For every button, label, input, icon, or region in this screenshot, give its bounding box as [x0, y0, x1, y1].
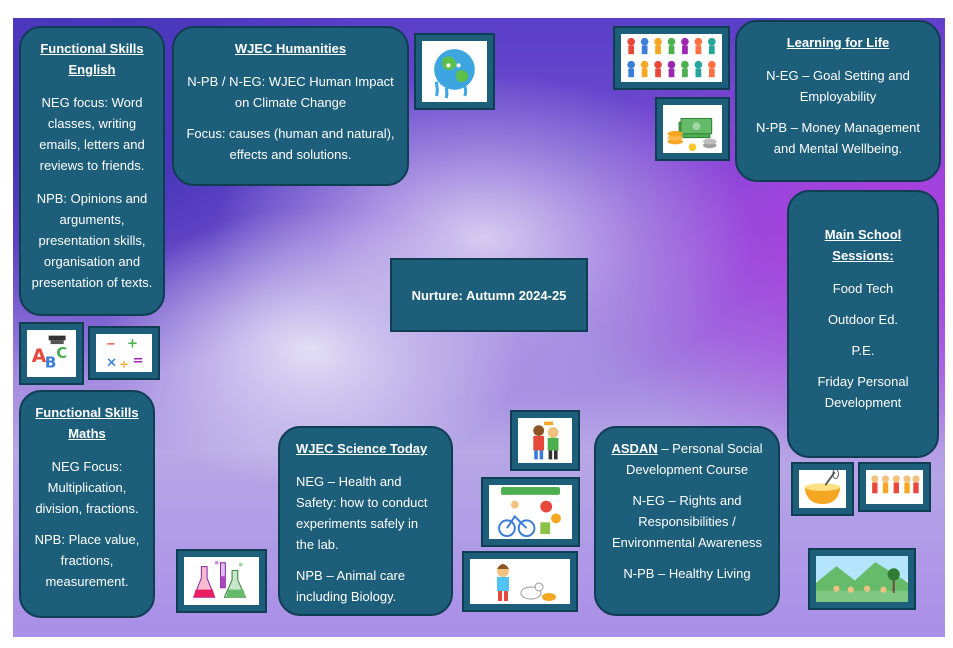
earth-image — [414, 33, 495, 110]
abc-icon: A B C — [32, 335, 67, 372]
money-image — [655, 97, 730, 161]
healthy-lifestyle-image — [481, 477, 580, 547]
science-line2: NPB – Animal care including Biology. — [296, 568, 406, 604]
maths-panel: Functional Skills Maths NEG Focus: Multi… — [19, 390, 155, 618]
asdan-heading-line: ASDAN – Personal Social Development Cour… — [608, 438, 766, 480]
kids-line-image — [858, 462, 931, 512]
main-school-item-outdoor: Outdoor Ed. — [827, 312, 899, 327]
maths-npb-text: NPB: Place value, fractions, measurement… — [34, 532, 140, 589]
english-npb-text: NPB: Opinions and arguments, presentatio… — [31, 191, 153, 290]
english-neg-text: NEG focus: Word classes, writing emails,… — [39, 95, 145, 173]
child-pets-image — [462, 551, 578, 612]
children-group-icon — [627, 37, 716, 78]
main-school-panel: Main School Sessions: Food Tech Outdoor … — [787, 190, 939, 458]
healthy-lifestyle-icon — [498, 486, 561, 538]
child-pets-icon — [497, 564, 556, 601]
lab-flasks-image — [176, 549, 267, 613]
learning-panel: Learning for Life N-EG – Goal Setting an… — [735, 20, 941, 182]
asdan-line1: N-EG – Rights and Responsibilities / Env… — [611, 493, 763, 550]
main-school-item-food-tech: Food Tech — [832, 281, 894, 296]
earth-icon — [434, 49, 475, 99]
main-school-item-pe: P.E. — [851, 343, 875, 358]
science-panel: WJEC Science Today NEG – Health and Safe… — [278, 426, 453, 616]
asdan-heading: ASDAN — [611, 441, 658, 456]
asdan-heading-rest: – Personal Social Development Course — [625, 441, 763, 477]
kids-line-icon — [871, 475, 920, 494]
lab-flasks-icon — [192, 560, 247, 598]
children-group-image — [613, 26, 730, 90]
learning-line2: N-PB – Money Management and Mental Wellb… — [755, 120, 921, 156]
page-title: Nurture: Autumn 2024-25 — [390, 258, 588, 332]
money-icon — [667, 117, 717, 152]
maths-heading: Functional Skills Maths — [35, 405, 139, 441]
humanities-panel: WJEC Humanities N-PB / N-EG: WJEC Human … — [172, 26, 409, 186]
mixing-bowl-image — [791, 462, 854, 516]
learning-line1: N-EG – Goal Setting and Employability — [766, 68, 910, 104]
learning-heading: Learning for Life — [786, 35, 890, 50]
svg-text:+: + — [127, 336, 138, 351]
maths-neg-text: NEG Focus: Multiplication, division, fra… — [35, 459, 139, 516]
humanities-line2: Focus: causes (human and natural), effec… — [186, 126, 395, 162]
svg-text:÷: ÷ — [119, 357, 129, 371]
svg-text:B: B — [45, 354, 56, 372]
english-heading: Functional Skills English — [40, 41, 144, 77]
asdan-panel: ASDAN – Personal Social Development Cour… — [594, 426, 780, 616]
svg-text:A: A — [32, 346, 47, 367]
outdoor-landscape-icon — [816, 556, 908, 602]
abc-image: A B C — [19, 322, 84, 385]
humanities-line1: N-PB / N-EG: WJEC Human Impact on Climat… — [187, 74, 394, 110]
main-school-heading: Main School Sessions: — [824, 227, 902, 263]
mixing-bowl-icon — [804, 470, 841, 505]
svg-text:×: × — [106, 355, 117, 370]
first-aid-kids-image — [510, 410, 580, 471]
first-aid-kids-icon — [533, 421, 559, 460]
outdoor-landscape-image — [808, 548, 916, 610]
science-line1: NEG – Health and Safety: how to conduct … — [296, 474, 428, 552]
main-school-item-friday: Friday Personal Development — [817, 374, 909, 410]
math-symbols-icon: − + × ÷ = — [106, 336, 144, 371]
svg-text:−: − — [106, 336, 116, 350]
svg-text:C: C — [56, 344, 67, 362]
math-symbols-image: − + × ÷ = — [88, 326, 160, 380]
svg-text:=: = — [133, 353, 144, 368]
humanities-heading: WJEC Humanities — [234, 41, 347, 56]
asdan-line2: N-PB – Healthy Living — [623, 566, 751, 581]
science-heading: WJEC Science Today — [296, 441, 428, 456]
english-panel: Functional Skills English NEG focus: Wor… — [19, 26, 165, 316]
